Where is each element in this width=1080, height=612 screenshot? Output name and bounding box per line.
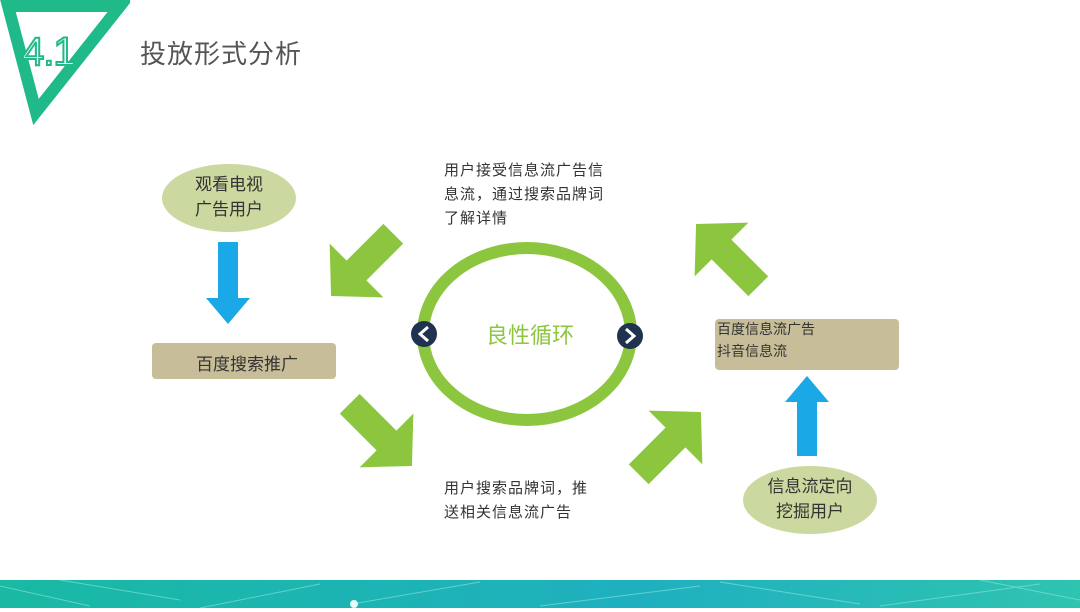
- arrow-to-feed-ads: [628, 410, 703, 485]
- caption-top: 用户接受信息流广告信 息流，通过搜索品牌词 了解详情: [444, 161, 605, 227]
- node-baidu-search: 百度搜索推广: [152, 343, 336, 379]
- node-feed-targeting: 信息流定向 挖掘用户: [743, 466, 877, 534]
- blue-up-arrow: [785, 376, 829, 456]
- arrow-to-bottom-caption: [339, 393, 414, 468]
- blue-down-arrow: [206, 242, 250, 324]
- arrow-to-top-caption: [694, 222, 769, 297]
- section-number: 4.1: [21, 29, 77, 75]
- node-feed-ads: 百度信息流广告 抖音信息流: [715, 319, 899, 370]
- arrow-to-baidu-search: [329, 223, 404, 298]
- chevron-left-icon: [411, 321, 437, 347]
- footer-bar: [0, 579, 1080, 609]
- cycle-center-label: 良性循环: [485, 324, 574, 349]
- caption-bottom: 用户搜索品牌词，推 送相关信息流广告: [444, 479, 589, 521]
- node-baidu-search-label: 百度搜索推广: [196, 355, 298, 375]
- chevron-right-icon: [617, 323, 643, 349]
- footer-network-pattern: [0, 579, 1080, 609]
- page-title: 投放形式分析: [140, 40, 303, 70]
- node-tv-users: 观看电视 广告用户: [162, 164, 296, 232]
- section-triangle-icon: [0, 0, 130, 125]
